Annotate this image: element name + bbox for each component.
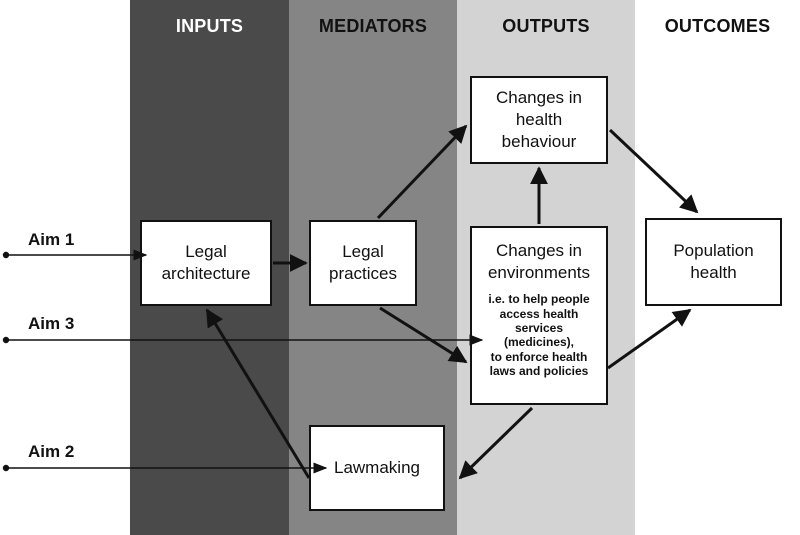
health-behaviour-line-3: behaviour (501, 132, 577, 152)
aim-2-label: Aim 2 (28, 442, 75, 461)
environments-note-line-1: i.e. to help people (488, 292, 590, 307)
environments-note: i.e. to help people access health servic… (488, 292, 589, 378)
aim-3-arrow (2, 334, 484, 346)
legal-practices-line-1: Legal (342, 241, 384, 261)
legal-architecture-box: Legal architecture (140, 220, 272, 306)
legal-architecture-line-1: Legal (185, 241, 227, 261)
mediators-column-title: MEDIATORS (318, 16, 428, 36)
outputs-column-title: OUTPUTS (502, 16, 590, 36)
aim-1-arrow (2, 249, 148, 261)
environments-line-2: environments (487, 263, 591, 283)
environments-line-1: Changes in (495, 241, 582, 260)
lawmaking-box: Lawmaking (309, 425, 445, 511)
legal-practices-line-2: practices (328, 264, 398, 283)
environments-note-line-4: (medicines), (503, 335, 575, 350)
outcomes-column-title: OUTCOMES (664, 16, 771, 36)
practices-to-environments-arrow (379, 306, 468, 364)
lawmaking-to-architecture-arrow (205, 308, 311, 479)
environments-to-lawmaking-arrow (458, 406, 534, 480)
inputs-column-title: INPUTS (175, 16, 244, 36)
aim-2-arrow (2, 462, 328, 474)
environments-note-line-2: access health (499, 306, 579, 321)
aim-1-label: Aim 1 (28, 230, 75, 249)
population-health-box: Population health (645, 218, 782, 306)
legal-architecture-line-2: architecture (161, 264, 251, 283)
population-health-line-2: health (690, 263, 737, 282)
lawmaking-label: Lawmaking (334, 457, 420, 477)
population-health-line-1: Population (673, 240, 754, 260)
environments-note-line-3: services (514, 320, 564, 335)
environments-note-line-5: to enforce health (490, 349, 588, 364)
practices-to-behaviour-arrow (376, 124, 468, 220)
legal-practices-box: Legal practices (309, 220, 417, 306)
aim-3-label: Aim 3 (28, 314, 75, 333)
health-behaviour-line-2: health (515, 109, 563, 129)
health-behaviour-line-1: Changes in (495, 87, 582, 107)
environments-box: Changes in environments i.e. to help peo… (470, 226, 608, 405)
behaviour-to-population-arrow (608, 128, 699, 214)
health-behaviour-box: Changes in health behaviour (470, 76, 608, 164)
environments-to-population-arrow (607, 308, 692, 370)
environments-note-line-6: laws and policies (489, 364, 589, 379)
